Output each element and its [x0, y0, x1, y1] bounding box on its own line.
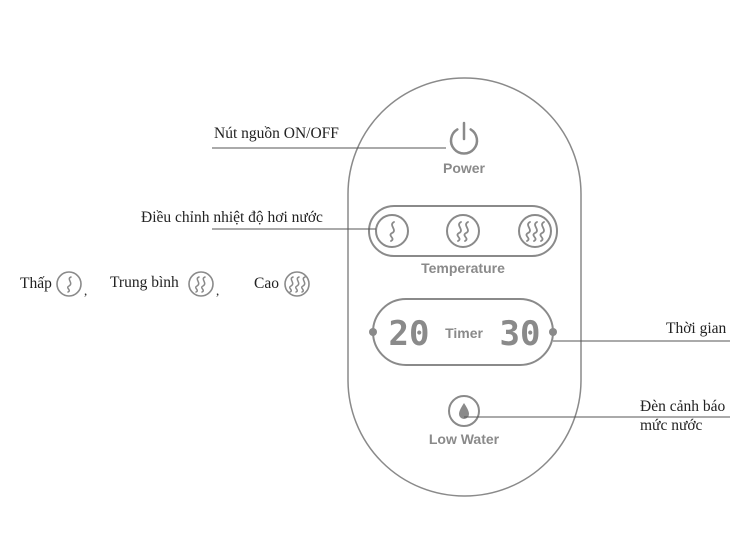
legend-separator: , — [84, 283, 88, 298]
steam-medium-icon — [446, 214, 480, 248]
legend-low-label: Thấp — [20, 275, 52, 292]
timer-label: Timer — [445, 325, 483, 341]
timer-right-display: 30 — [500, 314, 541, 354]
legend-high-icon — [284, 271, 310, 297]
device-body — [347, 77, 582, 497]
low-water-indicator — [448, 395, 480, 427]
timer-callout: Thời gian — [666, 320, 727, 337]
steam-wave — [525, 221, 531, 242]
power-icon — [449, 121, 479, 155]
temperature-callout: Điều chỉnh nhiệt độ hơi nước — [141, 209, 323, 226]
steam-wave — [539, 221, 545, 242]
steam-wave — [456, 221, 462, 242]
steam-low-icon — [375, 214, 409, 248]
water-drop-icon — [459, 403, 469, 419]
low-water-label: Low Water — [429, 431, 500, 447]
temperature-medium-button[interactable] — [446, 214, 480, 248]
legend-medium-label: Trung bình — [110, 274, 179, 291]
water-indicator-ring — [448, 395, 480, 427]
steam-wave — [532, 221, 538, 242]
temperature-high-button[interactable] — [518, 214, 552, 248]
timer-right-dot — [549, 328, 557, 336]
power-label: Power — [443, 160, 486, 176]
power-button[interactable]: Power — [443, 121, 486, 176]
temperature-panel — [368, 205, 558, 257]
steam-wave — [389, 221, 395, 242]
timer-left-dot — [369, 328, 377, 336]
steam-wave — [463, 221, 469, 242]
low-water-callout-line2: mức nước — [640, 417, 703, 434]
legend-medium-icon — [188, 271, 214, 297]
legend-low-icon — [56, 271, 82, 297]
low-water-callout-line1: Đèn cảnh báo — [640, 398, 726, 415]
temperature-label: Temperature — [421, 260, 505, 276]
temperature-low-button[interactable] — [375, 214, 409, 248]
legend-separator: , — [216, 283, 220, 298]
timer-left-display: 20 — [389, 314, 430, 354]
legend-high-label: Cao — [254, 275, 279, 292]
power-callout: Nút nguồn ON/OFF — [214, 125, 339, 142]
steam-high-icon — [518, 214, 552, 248]
